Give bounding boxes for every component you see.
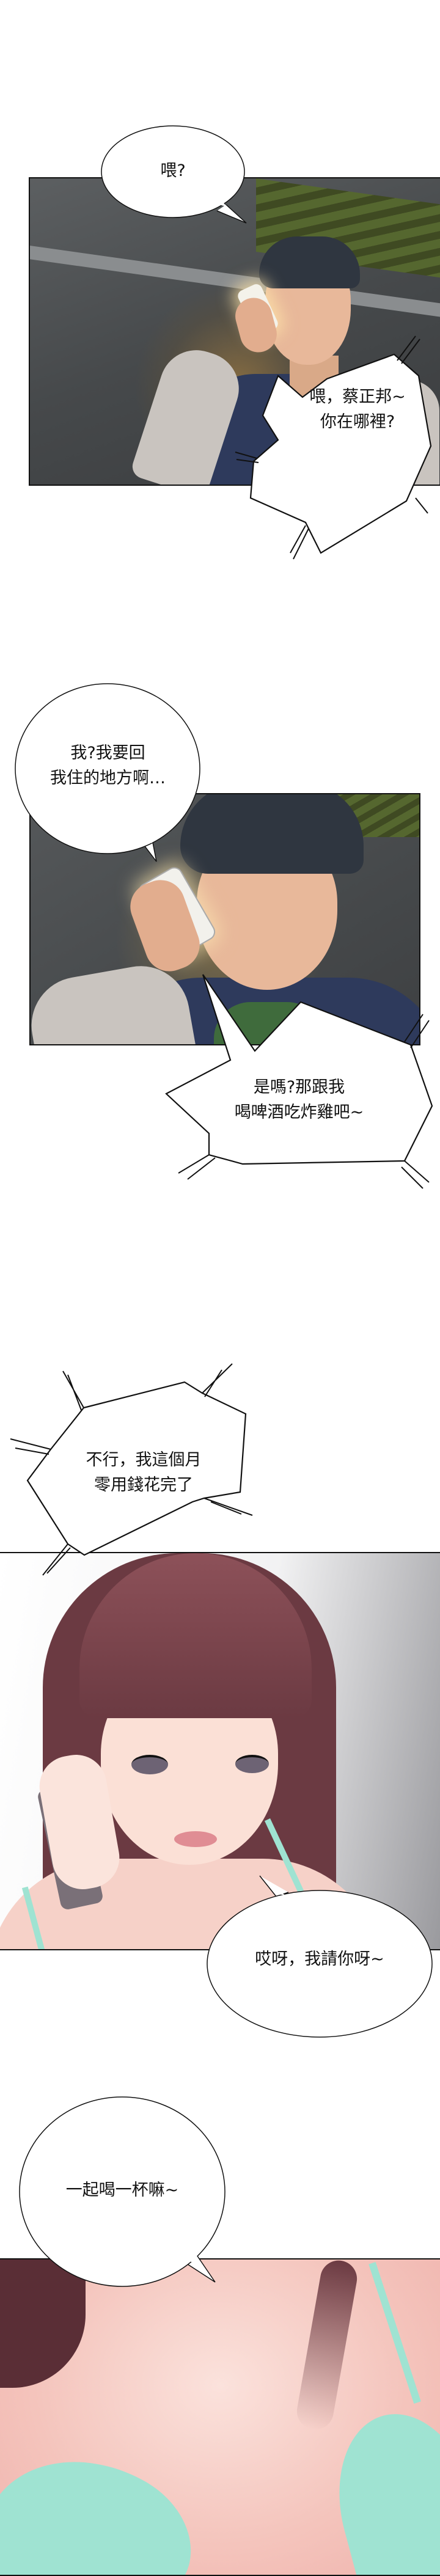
woman-eye-right [235,1755,269,1773]
bubble-outline [207,1875,433,2038]
bubble-text: 哎呀，我請你呀~ [255,1950,384,1969]
shout-bubble-2: 喂，蔡正邦~ 你在哪裡? [235,335,437,574]
woman-eye-left [131,1755,168,1774]
speech-bubble-3: 我?我要回 我住的地方啊… [15,683,201,862]
man-hair [180,794,364,874]
woman-lips [174,1831,217,1847]
bubble-outline [235,335,432,560]
bubble-text: 是嗎?那跟我 喝啤酒吃炸雞吧~ [234,1078,364,1122]
bubble-outline [10,1363,253,1576]
bubble-text: 我?我要回 我住的地方啊… [50,744,166,788]
bubble-outline [165,974,433,1189]
shout-bubble-5: 不行，我這個月 零用錢花完了 [9,1363,260,1576]
bubble-text: 喂? [160,161,186,180]
bubble-text: 一起喝一杯嘛~ [65,2181,179,2200]
shout-bubble-4: 是嗎?那跟我 喝啤酒吃炸雞吧~ [160,974,438,1191]
speech-bubble-1: 喂? [101,125,247,224]
panel-3 [0,1552,440,1950]
panel-4 [0,2258,440,2576]
bubble-text: 不行，我這個月 零用錢花完了 [86,1451,202,1495]
bubble-outline [101,125,247,224]
bubble-outline [19,2096,226,2287]
bubble-text: 喂，蔡正邦~ 你在哪裡? [309,387,406,431]
man-hair [259,236,360,288]
bubble-outline [15,683,200,862]
speech-bubble-7: 一起喝一杯嘛~ [18,2096,226,2291]
speech-bubble-6: 哎呀，我請你呀~ [206,1875,433,2039]
